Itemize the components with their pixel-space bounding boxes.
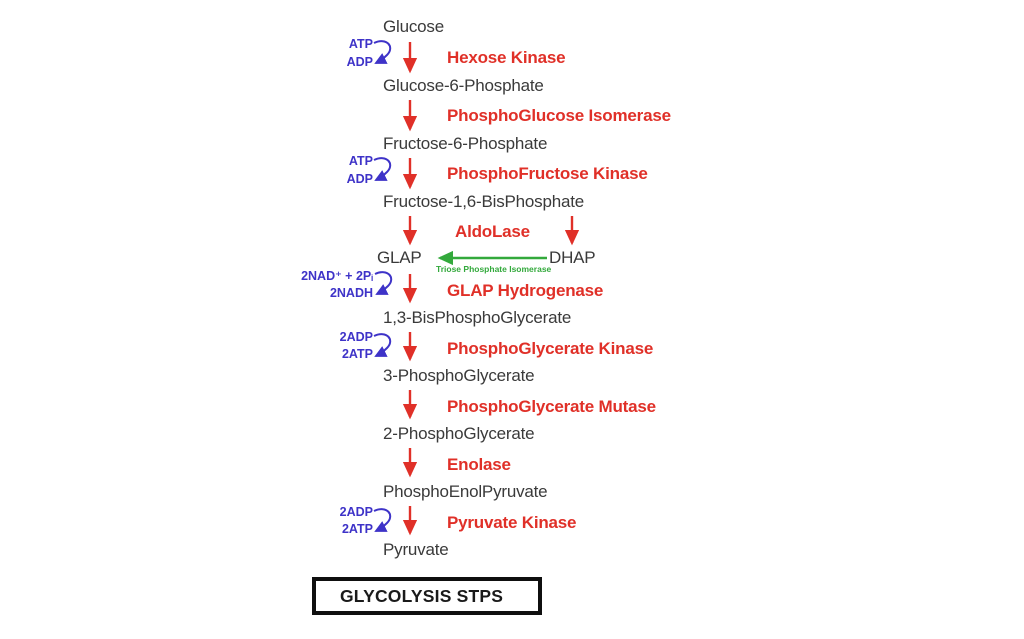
- cofactor-adp-pfk: ADP: [346, 172, 373, 186]
- cofactor-2adp-pyruvate-kinase: 2ADP: [339, 505, 373, 519]
- metabolite-glap: GLAP: [377, 248, 422, 267]
- enzyme-phosphofructose-kinase: PhosphoFructose Kinase: [447, 164, 648, 183]
- cofactor-nadh: 2NADH: [329, 286, 373, 300]
- title-box: GLYCOLYSIS STPS: [312, 577, 542, 615]
- metabolite-glucose-6-phosphate: Glucose-6-Phosphate: [383, 76, 544, 95]
- metabolite-fructose-16-bisphosphate: Fructose-1,6-BisPhosphate: [383, 192, 584, 211]
- metabolite-fructose-6-phosphate: Fructose-6-Phosphate: [383, 134, 548, 153]
- metabolite-pyruvate: Pyruvate: [383, 540, 449, 559]
- enzyme-glap-hydrogenase: GLAP Hydrogenase: [447, 281, 604, 300]
- cofactor-atp-pfk: ATP: [348, 154, 373, 168]
- metabolite-phosphoenolpyruvate: PhosphoEnolPyruvate: [383, 482, 548, 501]
- cofactor-arrow-pgk: [373, 333, 392, 357]
- enzyme-hexose-kinase: Hexose Kinase: [447, 48, 566, 67]
- cofactor-2atp-pyruvate-kinase: 2ATP: [341, 522, 373, 536]
- enzyme-phosphoglycerate-mutase: PhosphoGlycerate Mutase: [447, 397, 656, 416]
- metabolite-3-phosphoglycerate: 3-PhosphoGlycerate: [383, 366, 535, 385]
- enzyme-phosphoglucose-isomerase: PhosphoGlucose Isomerase: [447, 106, 671, 125]
- cofactor-atp-hexose-kinase: ATP: [348, 37, 373, 51]
- cofactor-2adp-pgk: 2ADP: [339, 330, 373, 344]
- cofactor-adp-hexose-kinase: ADP: [346, 55, 373, 69]
- enzyme-phosphoglycerate-kinase: PhosphoGlycerate Kinase: [447, 339, 654, 358]
- cofactor-arrow-pyruvate-kinase: [373, 508, 392, 532]
- cofactor-arrow-pfk: [373, 157, 392, 181]
- enzyme-triose-phosphate-isomerase: Triose Phosphate Isomerase: [436, 264, 552, 274]
- metabolite-13-bisphosphoglycerate: 1,3-BisPhosphoGlycerate: [383, 308, 572, 327]
- enzyme-enolase: Enolase: [447, 455, 511, 474]
- metabolite-glucose: Glucose: [383, 17, 444, 36]
- metabolite-dhap: DHAP: [549, 248, 596, 267]
- cofactor-2atp-pgk: 2ATP: [341, 347, 373, 361]
- metabolite-2-phosphoglycerate: 2-PhosphoGlycerate: [383, 424, 535, 443]
- cofactor-arrow-glap-hydrogenase: [374, 271, 393, 295]
- cofactor-arrow-hexose-kinase: [373, 40, 392, 64]
- enzyme-pyruvate-kinase: Pyruvate Kinase: [447, 513, 577, 532]
- cofactor-nad-pi: 2NAD⁺ + 2Pᵢ: [301, 269, 373, 283]
- enzyme-aldolase: AldoLase: [455, 222, 530, 241]
- diagram-title: GLYCOLYSIS STPS: [340, 586, 504, 606]
